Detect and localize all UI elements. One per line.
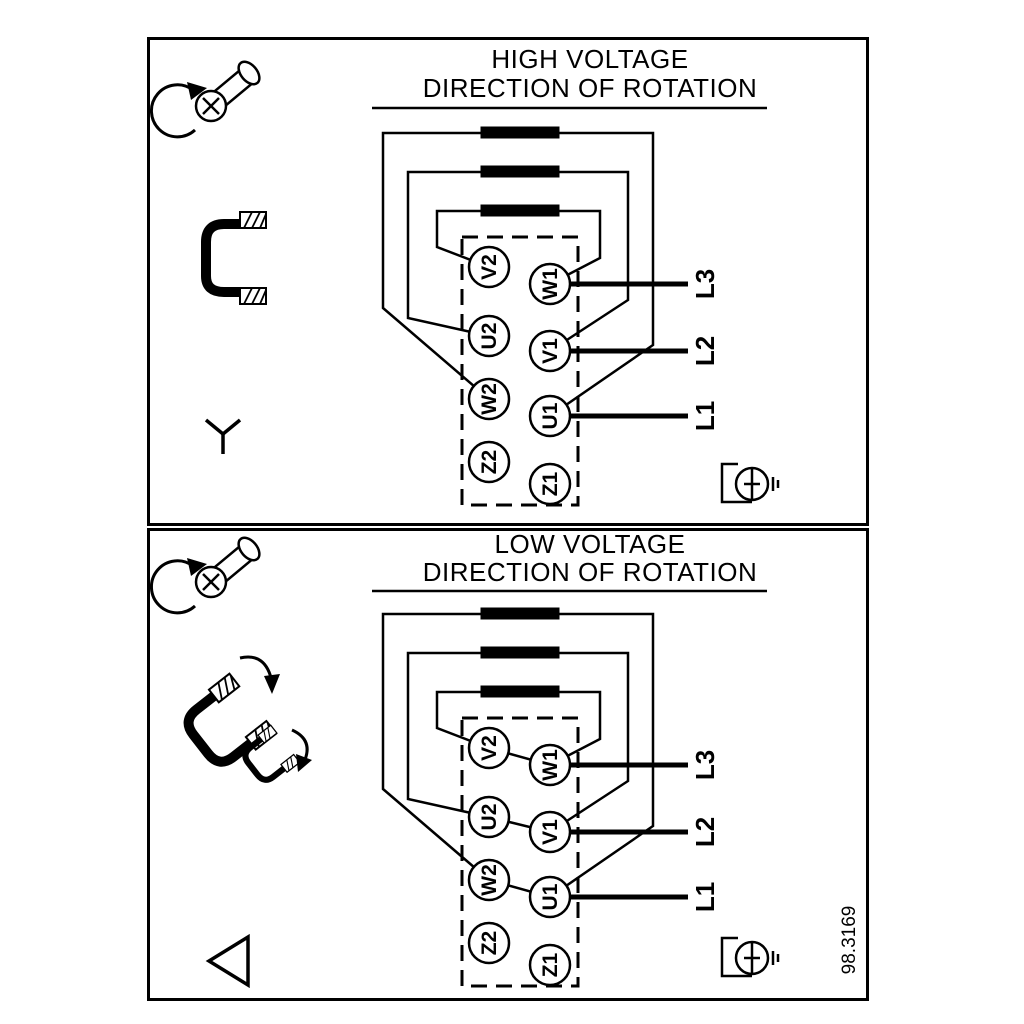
terminal-z1: Z1 — [528, 943, 572, 987]
svg-text:W1: W1 — [539, 749, 562, 781]
high-terminals: V2 U2 W2 Z2 W1 V1 — [467, 245, 572, 506]
line-label-l1: L1 — [690, 401, 720, 431]
svg-text:V2: V2 — [478, 735, 501, 761]
low-voltage-subtitle: DIRECTION OF ROTATION — [423, 557, 758, 587]
svg-text:U1: U1 — [539, 883, 562, 910]
figure-number: 98.3169 — [839, 906, 860, 975]
svg-text:Z1: Z1 — [539, 952, 562, 977]
high-voltage-subtitle: DIRECTION OF ROTATION — [423, 73, 758, 103]
terminal-w2: W2 — [467, 858, 511, 902]
svg-text:Z2: Z2 — [478, 450, 501, 475]
jumper-links-repositioning-icon — [183, 655, 312, 783]
svg-text:V1: V1 — [539, 338, 562, 364]
high-terminal-box — [460, 235, 580, 507]
terminal-z2: Z2 — [467, 921, 511, 965]
low-voltage-panel-border — [147, 528, 869, 1001]
jumper-bar-icon — [480, 646, 560, 659]
svg-text:U1: U1 — [539, 402, 562, 429]
low-terminals: V2 U2 W2 Z2 W1 V1 — [467, 726, 572, 987]
jumper-link-icon — [201, 211, 267, 305]
line-label-l1: L1 — [690, 882, 720, 912]
terminal-w2: W2 — [467, 377, 511, 421]
low-supply-lines: L3 L2 L1 — [570, 750, 720, 912]
svg-text:W1: W1 — [539, 268, 562, 300]
terminal-w1: W1 — [528, 743, 572, 787]
terminal-v2: V2 — [467, 245, 511, 289]
ground-clamp-icon — [720, 462, 780, 504]
low-voltage-title: LOW VOLTAGE — [495, 529, 686, 559]
svg-text:Z2: Z2 — [478, 931, 501, 956]
star-connection-icon — [204, 418, 242, 454]
terminal-w1: W1 — [528, 262, 572, 306]
jumper-bar-icon — [480, 126, 560, 139]
low-voltage-section: LOW VOLTAGE DIRECTION OF ROTATION L3 L2 … — [149, 529, 860, 989]
svg-text:W2: W2 — [478, 864, 501, 896]
terminal-v2: V2 — [467, 726, 511, 770]
screw-rotation-icon — [149, 56, 265, 139]
line-label-l3: L3 — [690, 750, 720, 780]
jumper-bar-icon — [480, 204, 560, 217]
high-voltage-panel-border — [147, 37, 869, 526]
ground-clamp-icon — [720, 936, 780, 978]
terminal-u1: U1 — [528, 875, 572, 919]
terminal-z2: Z2 — [467, 440, 511, 484]
terminal-u2: U2 — [467, 314, 511, 358]
screw-rotation-icon — [149, 532, 265, 615]
high-voltage-section: HIGH VOLTAGE DIRECTION OF ROTATION L3 L2… — [149, 44, 780, 507]
svg-text:W2: W2 — [478, 383, 501, 415]
svg-text:U2: U2 — [478, 804, 501, 831]
high-jumper-bars — [480, 126, 560, 217]
jumper-bar-icon — [480, 685, 560, 698]
terminal-u1: U1 — [528, 394, 572, 438]
high-voltage-title: HIGH VOLTAGE — [491, 44, 688, 74]
svg-text:U2: U2 — [478, 323, 501, 350]
low-jumper-bars — [480, 607, 560, 698]
terminal-v1: V1 — [528, 329, 572, 373]
terminal-v1: V1 — [528, 810, 572, 854]
high-supply-lines: L3 L2 L1 — [570, 269, 720, 431]
svg-text:V1: V1 — [539, 819, 562, 845]
line-label-l3: L3 — [690, 269, 720, 299]
svg-text:Z1: Z1 — [539, 471, 562, 496]
svg-text:V2: V2 — [478, 254, 501, 280]
delta-connection-icon — [205, 933, 250, 989]
low-terminal-box — [460, 716, 580, 988]
line-label-l2: L2 — [690, 336, 720, 366]
jumper-bar-icon — [480, 165, 560, 178]
jumper-bar-icon — [480, 607, 560, 620]
line-label-l2: L2 — [690, 817, 720, 847]
terminal-z1: Z1 — [528, 462, 572, 506]
terminal-u2: U2 — [467, 795, 511, 839]
